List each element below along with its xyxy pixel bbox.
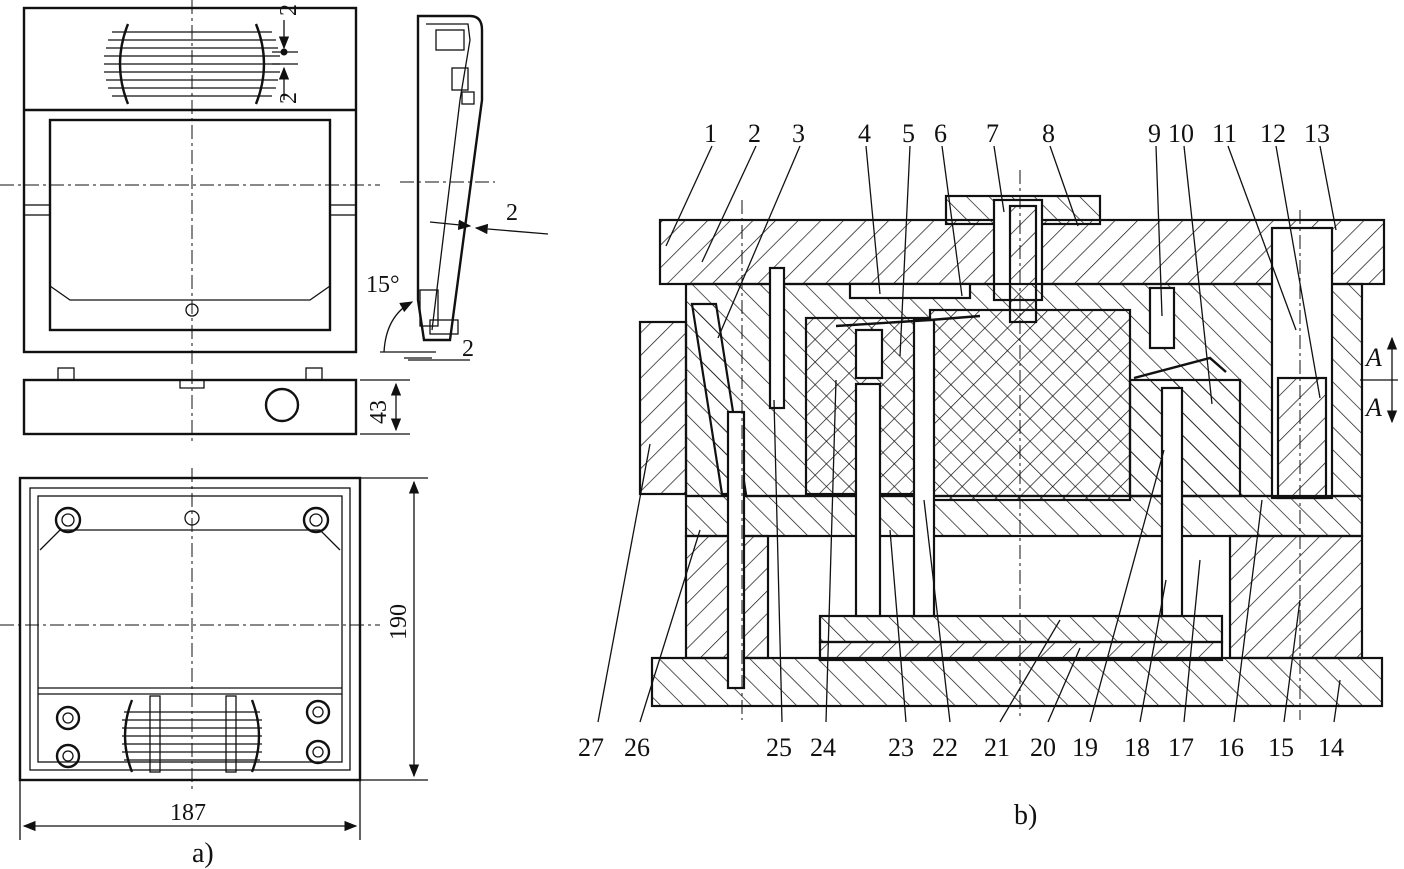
part-label-22: 22 [932,733,958,762]
part-label-13: 13 [1304,119,1330,148]
part-label-10: 10 [1168,119,1194,148]
part-label-18: 18 [1124,733,1150,762]
part-bottom-view: 190 187 [0,468,428,840]
section-mark-bottom: A [1364,393,1382,422]
part-label-12: 12 [1260,119,1286,148]
part-label-27: 27 [578,733,604,762]
dim-height: 43 [366,400,392,424]
top-part-labels: 1 2 3 4 5 6 7 8 9 10 11 12 13 [704,119,1330,148]
mold-section: A A [638,170,1398,720]
section-mark-top: A [1364,343,1382,372]
part-label-19: 19 [1072,733,1098,762]
part-label-5: 5 [902,119,915,148]
dim-rib-gap-bottom: 2 [276,92,302,104]
part-label-14: 14 [1318,733,1344,762]
part-label-15: 15 [1268,733,1294,762]
part-label-24: 24 [810,733,836,762]
part-label-21: 21 [984,733,1010,762]
part-label-3: 3 [792,119,805,148]
part-label-20: 20 [1030,733,1056,762]
dim-wall: 2 [506,200,518,226]
part-label-9: 9 [1148,119,1161,148]
part-label-16: 16 [1218,733,1244,762]
caption-b: b) [1014,800,1037,831]
part-label-7: 7 [986,119,999,148]
part-label-23: 23 [888,733,914,762]
dim-depth: 190 [386,604,412,640]
bottom-part-labels: 27 26 25 24 23 22 21 20 19 18 17 16 15 1… [578,733,1344,762]
part-label-1: 1 [704,119,717,148]
part-side-section: 2 15° 2 [366,14,549,362]
dim-rib-gap-top: 2 [276,4,302,16]
part-label-6: 6 [934,119,947,148]
bottom-grip-ribs [122,695,262,773]
caption-a: a) [192,838,214,869]
dim-angle: 15° [366,272,400,298]
part-top-view: 43 [22,367,410,445]
part-label-17: 17 [1168,733,1194,762]
part-label-8: 8 [1042,119,1055,148]
bottom-leaders [597,379,1341,723]
dim-width: 187 [170,800,206,826]
part-label-11: 11 [1212,119,1237,148]
part-front-view: 2 2 [0,0,380,365]
dim-lip: 2 [462,336,474,362]
top-leaders [665,145,1337,405]
part-label-25: 25 [766,733,792,762]
part-label-4: 4 [858,119,871,148]
part-label-2: 2 [748,119,761,148]
part-label-26: 26 [624,733,650,762]
